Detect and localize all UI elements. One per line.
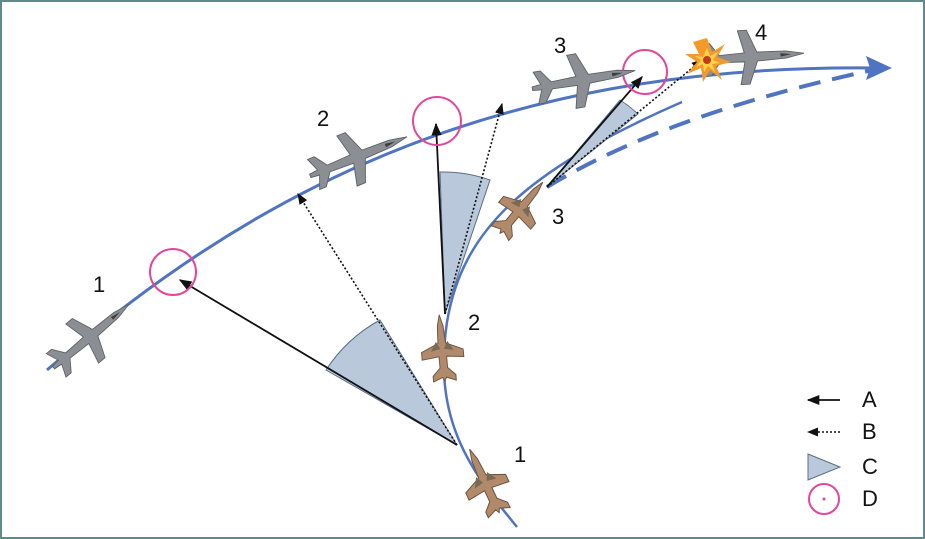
fighter-aircraft-icon bbox=[449, 439, 520, 523]
target-position-label: 2 bbox=[317, 106, 329, 131]
dotted-arrow bbox=[297, 193, 458, 446]
target-aircraft-icon bbox=[36, 284, 146, 388]
aim-circle-icon bbox=[808, 483, 840, 515]
fighter-aircraft-icon bbox=[417, 312, 467, 384]
solid-arrow bbox=[431, 122, 446, 315]
path-arrowhead-icon bbox=[866, 56, 892, 80]
angle-wedge bbox=[546, 99, 639, 188]
dotted-arrow bbox=[546, 59, 703, 188]
explosion-icon bbox=[685, 38, 731, 82]
target-position-label: 4 bbox=[755, 20, 767, 45]
fighter-flight-path bbox=[442, 100, 683, 528]
target-position-label: 3 bbox=[554, 33, 566, 58]
aim-circle bbox=[412, 96, 462, 146]
legend-key: C bbox=[862, 454, 878, 479]
legend-key: B bbox=[862, 419, 877, 444]
fighter-position-label: 2 bbox=[468, 310, 480, 335]
legend-key: A bbox=[862, 387, 877, 412]
aim-circle bbox=[149, 248, 197, 296]
legend: A B C D bbox=[806, 387, 878, 515]
dotted-arrow bbox=[444, 102, 504, 315]
solid-arrow bbox=[178, 279, 458, 446]
fighter-position-label: 1 bbox=[514, 442, 526, 467]
fighter-aircraft-icon bbox=[483, 168, 560, 248]
solid-arrow bbox=[546, 76, 643, 188]
target-position-label: 1 bbox=[93, 272, 105, 297]
angle-wedge bbox=[325, 319, 458, 446]
predicted-target-path bbox=[545, 66, 883, 189]
legend-key: D bbox=[862, 486, 878, 511]
fighter-position-label: 3 bbox=[552, 204, 564, 229]
angle-wedge-icon bbox=[807, 453, 842, 481]
